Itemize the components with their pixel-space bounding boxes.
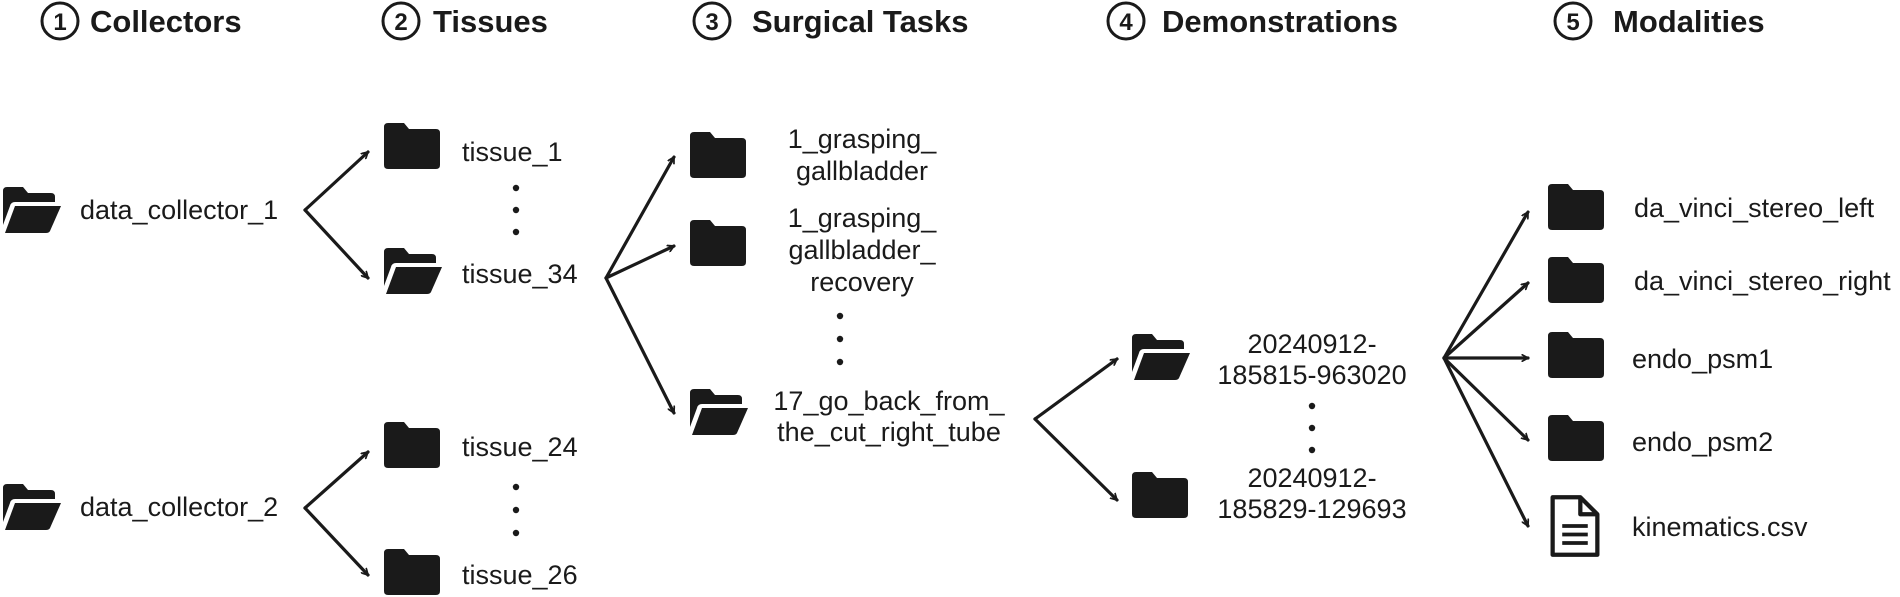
arrow [303, 450, 370, 510]
folder-open-icon [3, 187, 61, 233]
folder-icon [1548, 332, 1604, 378]
arrow [604, 155, 676, 280]
step-number-circle [40, 1, 80, 41]
modality-label: endo_psm1 [1632, 344, 1773, 374]
task-label-line: 17_go_back_from_ [773, 386, 1005, 416]
modality-node-endo-psm1: endo_psm1 [1548, 332, 1773, 378]
folder-icon [690, 220, 746, 266]
step-number-circle [1553, 1, 1593, 41]
demonstration-label-line: 20240912- [1247, 329, 1376, 359]
header-title: Collectors [90, 4, 242, 39]
step-number: 1 [53, 9, 66, 36]
folder-open-icon [384, 248, 442, 294]
collector-label: data_collector_2 [80, 492, 278, 522]
ellipsis-dots [512, 184, 520, 236]
task-label-line: 1_grasping_ [788, 124, 938, 154]
folder-icon [1548, 257, 1604, 303]
demonstration-node-1: 20240912- 185815-963020 [1132, 329, 1407, 390]
tissue-label: tissue_34 [462, 259, 578, 289]
step-number: 4 [1119, 9, 1133, 36]
modality-label: endo_psm2 [1632, 427, 1773, 457]
modality-label: da_vinci_stereo_right [1634, 266, 1891, 296]
ellipsis-dots [1308, 402, 1316, 454]
arrow [1442, 281, 1530, 360]
demonstration-label-line: 185815-963020 [1217, 360, 1406, 390]
task-node-go-back-from-cut-right-tube: 17_go_back_from_ the_cut_right_tube [690, 386, 1006, 447]
collector-node-1: data_collector_1 [3, 187, 278, 233]
folder-open-icon [690, 389, 748, 435]
folder-icon [690, 132, 746, 178]
header-collectors: 1 Collectors [40, 1, 242, 41]
arrow [303, 150, 370, 212]
arrow [303, 208, 370, 280]
header-title: Tissues [433, 4, 548, 39]
arrow [303, 506, 370, 577]
modality-node-stereo-right: da_vinci_stereo_right [1548, 257, 1891, 303]
arrow [604, 244, 676, 280]
ellipsis-dots [512, 483, 520, 537]
tissue-label: tissue_26 [462, 560, 578, 590]
folder-open-icon [3, 484, 61, 530]
modality-node-kinematics: kinematics.csv [1553, 497, 1808, 554]
header-title: Modalities [1613, 4, 1765, 39]
folder-icon [384, 549, 440, 595]
modality-node-stereo-left: da_vinci_stereo_left [1548, 184, 1875, 230]
folder-icon [384, 123, 440, 169]
header-tissues: 2 Tissues [381, 1, 548, 41]
folder-icon [384, 422, 440, 468]
task-label-line: 1_grasping_ [788, 203, 938, 233]
header-modalities: 5 Modalities [1553, 1, 1765, 41]
demonstration-label-line: 20240912- [1247, 463, 1376, 493]
tissue-node-24: tissue_24 [384, 422, 578, 468]
modality-node-endo-psm2: endo_psm2 [1548, 415, 1773, 461]
ellipsis-dots [836, 312, 844, 366]
tissue-label: tissue_24 [462, 432, 578, 462]
header-demonstrations: 4 Demonstrations [1106, 1, 1398, 41]
folder-icon [1132, 472, 1188, 518]
tissue-node-26: tissue_26 [384, 549, 578, 595]
modality-label: da_vinci_stereo_left [1634, 193, 1875, 223]
tissue-node-34: tissue_34 [384, 248, 578, 294]
step-number: 3 [705, 9, 718, 36]
step-number-circle [692, 1, 732, 41]
folder-icon [1548, 415, 1604, 461]
collector-label: data_collector_1 [80, 195, 278, 225]
arrow [1033, 357, 1119, 421]
folder-icon [1548, 184, 1604, 230]
task-label-line: the_cut_right_tube [777, 417, 1001, 447]
step-number-circle [1106, 1, 1146, 41]
collector-node-2: data_collector_2 [3, 484, 278, 530]
tissue-node-1: tissue_1 [384, 123, 563, 169]
arrow [1442, 356, 1530, 528]
arrow [1442, 356, 1530, 442]
demonstration-label-line: 185829-129693 [1217, 494, 1406, 524]
modality-label: kinematics.csv [1632, 512, 1808, 542]
demonstration-node-2: 20240912- 185829-129693 [1132, 463, 1407, 524]
step-number: 5 [1566, 9, 1579, 36]
file-icon [1553, 497, 1598, 554]
header-title: Surgical Tasks [752, 4, 969, 39]
step-number: 2 [394, 9, 407, 36]
header-title: Demonstrations [1162, 4, 1398, 39]
folder-open-icon [1132, 334, 1190, 380]
tissue-label: tissue_1 [462, 137, 563, 167]
step-number-circle [381, 1, 421, 41]
arrow [604, 276, 676, 415]
task-node-grasping-gallbladder-recovery: 1_grasping_ gallbladder_ recovery [690, 203, 937, 297]
arrow [1442, 210, 1530, 360]
task-label-line: gallbladder_ [788, 235, 936, 265]
arrow [1033, 417, 1119, 502]
task-label-line: recovery [810, 267, 914, 297]
task-label-line: gallbladder [796, 156, 928, 186]
header-surgical-tasks: 3 Surgical Tasks [692, 1, 969, 41]
task-node-grasping-gallbladder: 1_grasping_ gallbladder [690, 124, 937, 186]
